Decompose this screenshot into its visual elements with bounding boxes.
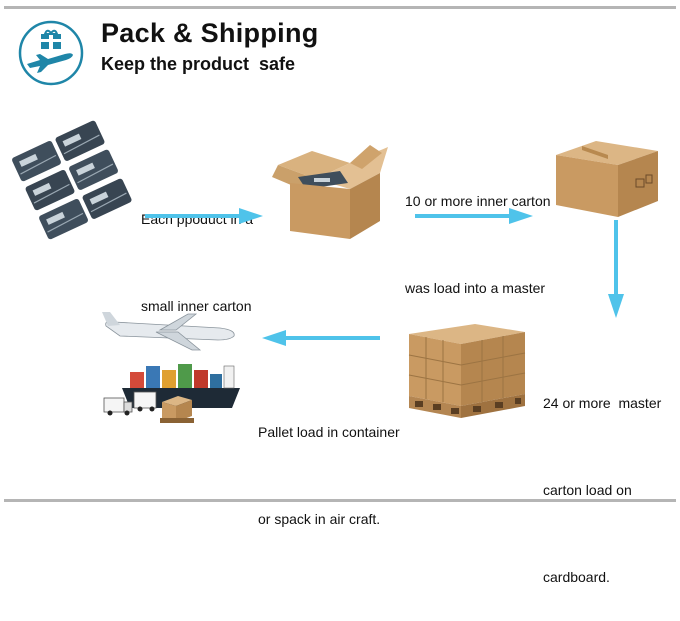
wrapped-products-image [12, 120, 132, 240]
step-2-line-2: was load into a master [405, 280, 546, 296]
arrow-icon [608, 220, 624, 318]
step-1-line-2: small inner carton [141, 298, 252, 314]
transport-image [102, 312, 240, 423]
step-3-caption: 24 or more master carton load on cardboa… [543, 331, 661, 621]
top-divider [4, 6, 676, 9]
master-carton-image [556, 141, 658, 217]
step-3-line-2: carton load on [543, 482, 632, 498]
step-3-line-3: cardboard. [543, 569, 610, 585]
palletized-cartons-image [408, 324, 526, 418]
gift-box-airplane-icon [18, 20, 84, 86]
arrow-icon [145, 208, 263, 224]
step-4-line-2: or spack in air craft. [258, 511, 381, 527]
page-subtitle: Keep the product safe [101, 54, 296, 74]
airplane-icon [102, 312, 235, 351]
step-3-line-1: 24 or more master [543, 395, 662, 411]
step-2-line-1: 10 or more inner carton [405, 193, 551, 209]
bottom-divider [4, 499, 676, 502]
arrow-icon [415, 208, 533, 224]
product-pack [12, 140, 61, 182]
step-4-line-1: Pallet load in container [258, 424, 400, 440]
arrow-icon [262, 330, 380, 346]
page-title: Pack & Shipping [101, 18, 319, 48]
step-4-caption: Pallet load in container or spack in air… [258, 360, 400, 563]
pallet-box-icon [160, 396, 194, 423]
truck-icon [103, 391, 157, 416]
open-inner-carton-image [272, 145, 388, 239]
